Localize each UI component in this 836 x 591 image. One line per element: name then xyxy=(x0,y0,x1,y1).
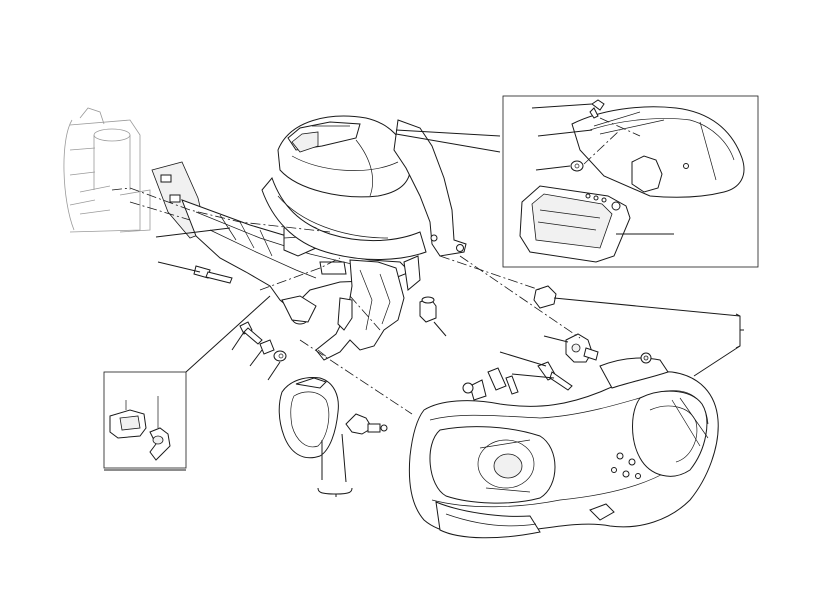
headlight-bulb xyxy=(565,333,599,363)
instrument-screw xyxy=(589,99,605,119)
frame-reference-ghost xyxy=(63,107,151,233)
upper-fairing-frame xyxy=(261,115,467,361)
inset-detail-box xyxy=(103,371,187,469)
adjuster-screws xyxy=(487,361,573,395)
instrument-grommet xyxy=(570,160,584,172)
instrument-inset-box xyxy=(502,95,759,268)
rubber-grommet-right xyxy=(533,285,557,309)
bracket-bolt xyxy=(193,265,233,284)
instrument-cluster xyxy=(519,185,631,263)
parking-light-assembly xyxy=(278,377,339,459)
fastener-set xyxy=(239,321,287,362)
alignment-lines xyxy=(111,117,641,415)
rubber-grommet-left xyxy=(419,296,437,323)
leader-lines xyxy=(104,103,744,497)
headlight-assembly xyxy=(408,352,719,539)
instrument-cover xyxy=(571,106,745,198)
parking-bulb xyxy=(345,413,388,435)
